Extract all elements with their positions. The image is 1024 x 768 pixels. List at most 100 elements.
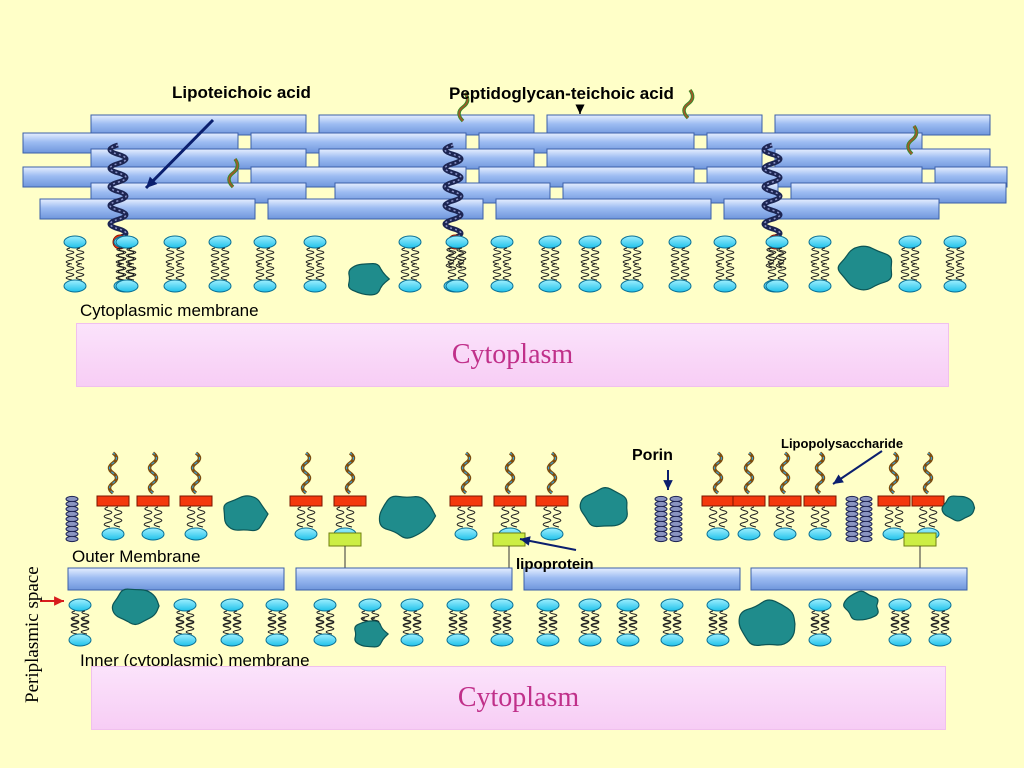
lps-anchor-icon	[911, 495, 945, 507]
cell-wall-bar	[39, 198, 256, 220]
lipid-head-icon	[400, 633, 424, 647]
lipid-head-icon	[620, 235, 644, 249]
lps-anchor-icon	[493, 495, 527, 507]
periplasmic-space-label: Periplasmic space	[22, 566, 43, 703]
lps-anchor-icon	[449, 495, 483, 507]
lipid-head-icon	[808, 279, 832, 293]
cell-wall-bar	[546, 114, 763, 136]
wavy-strand-icon	[344, 451, 356, 495]
peptidoglycan-arrow	[575, 104, 585, 114]
phospholipid-icon	[490, 598, 514, 647]
lipid-head-icon	[668, 279, 692, 293]
wavy-strand-icon	[743, 451, 755, 495]
cell-wall-bar	[546, 148, 763, 170]
lipoprotein-box-icon	[328, 532, 362, 547]
teichoic-helix-icon	[107, 142, 129, 241]
wavy-strand-icon	[712, 451, 724, 495]
cell-wall-bar	[318, 114, 535, 136]
phospholipid-icon	[445, 235, 469, 293]
lipid-head-icon	[660, 598, 684, 612]
wavy-strand-icon	[107, 451, 119, 495]
lipid-head-icon	[808, 235, 832, 249]
phospholipid-icon	[101, 506, 125, 541]
lipid-head-icon	[808, 527, 832, 541]
inner-membrane-label: Inner (cytoplasmic) membrane	[80, 651, 310, 670]
lipid-head-icon	[765, 235, 789, 249]
phospholipid-icon	[808, 598, 832, 647]
phospholipid-icon	[400, 598, 424, 647]
phospholipid-icon	[668, 235, 692, 293]
lipid-head-icon	[220, 598, 244, 612]
lipid-head-icon	[115, 235, 139, 249]
lipid-head-icon	[294, 527, 318, 541]
lipid-head-icon	[400, 598, 424, 612]
lipid-head-icon	[141, 527, 165, 541]
lps-anchor-icon	[136, 495, 170, 507]
lipid-head-icon	[445, 235, 469, 249]
lipoprotein-label: lipoprotein	[516, 556, 594, 573]
lps-anchor-icon	[701, 495, 735, 507]
phospholipid-icon	[536, 598, 560, 647]
lipid-head-icon	[68, 633, 92, 647]
lps-arrow	[832, 450, 883, 485]
phospholipid-icon	[765, 235, 789, 293]
teichoic-helix-icon	[442, 142, 464, 241]
wavy-strand-icon	[300, 451, 312, 495]
cell-wall-bar	[523, 567, 741, 591]
phospholipid-icon	[620, 235, 644, 293]
lipid-head-icon	[773, 527, 797, 541]
lipid-head-icon	[398, 279, 422, 293]
lipid-head-icon	[303, 279, 327, 293]
lipid-head-icon	[706, 527, 730, 541]
cell-wall-bar	[318, 148, 535, 170]
porin-arrow	[663, 470, 673, 490]
wavy-strand-icon	[546, 451, 558, 495]
lipid-head-icon	[898, 279, 922, 293]
lipid-head-icon	[220, 633, 244, 647]
lipid-head-icon	[928, 633, 952, 647]
wavy-strand-icon	[460, 451, 472, 495]
protein-blob-icon	[579, 487, 628, 528]
cell-wall-bar	[90, 114, 307, 136]
phospholipid-icon	[538, 235, 562, 293]
protein-blob-icon	[837, 245, 893, 291]
wavy-strand-icon	[922, 451, 934, 495]
lipid-head-icon	[616, 598, 640, 612]
gram-positive-panel	[22, 88, 1008, 296]
wavy-strand-icon	[779, 451, 791, 495]
lipid-head-icon	[115, 279, 139, 293]
lipid-head-icon	[706, 633, 730, 647]
cell-wall-bar	[774, 114, 991, 136]
lipid-head-icon	[538, 279, 562, 293]
cytoplasm-region-top: Cytoplasm	[76, 323, 949, 387]
cell-wall-bar	[495, 198, 712, 220]
lipid-head-icon	[490, 235, 514, 249]
lipid-head-icon	[265, 598, 289, 612]
phospholipid-icon	[808, 506, 832, 541]
protein-blob-icon	[347, 263, 391, 296]
phospholipid-icon	[163, 235, 187, 293]
phospholipid-icon	[898, 235, 922, 293]
gram-negative-panel	[40, 450, 976, 648]
lipid-head-icon	[578, 279, 602, 293]
phospholipid-icon	[173, 598, 197, 647]
lipid-head-icon	[446, 633, 470, 647]
lipid-head-icon	[313, 598, 337, 612]
lps-anchor-icon	[768, 495, 802, 507]
lipid-head-icon	[737, 527, 761, 541]
lipid-head-icon	[445, 279, 469, 293]
cytoplasm-label-bottom: Cytoplasm	[457, 682, 580, 713]
cell-wall-bar	[295, 567, 513, 591]
protein-blob-icon	[354, 620, 390, 648]
phospholipid-icon	[265, 598, 289, 647]
lipid-head-icon	[63, 279, 87, 293]
wavy-strand-icon	[888, 451, 900, 495]
lipid-head-icon	[713, 279, 737, 293]
protein-blob-icon	[738, 599, 796, 647]
cytoplasm-region-bottom: Cytoplasm	[91, 666, 946, 730]
porin-label: Porin	[632, 447, 673, 464]
lipoprotein-arrow	[519, 536, 577, 551]
lipid-head-icon	[808, 598, 832, 612]
porin-coil-icon	[669, 495, 683, 543]
lipid-head-icon	[446, 598, 470, 612]
